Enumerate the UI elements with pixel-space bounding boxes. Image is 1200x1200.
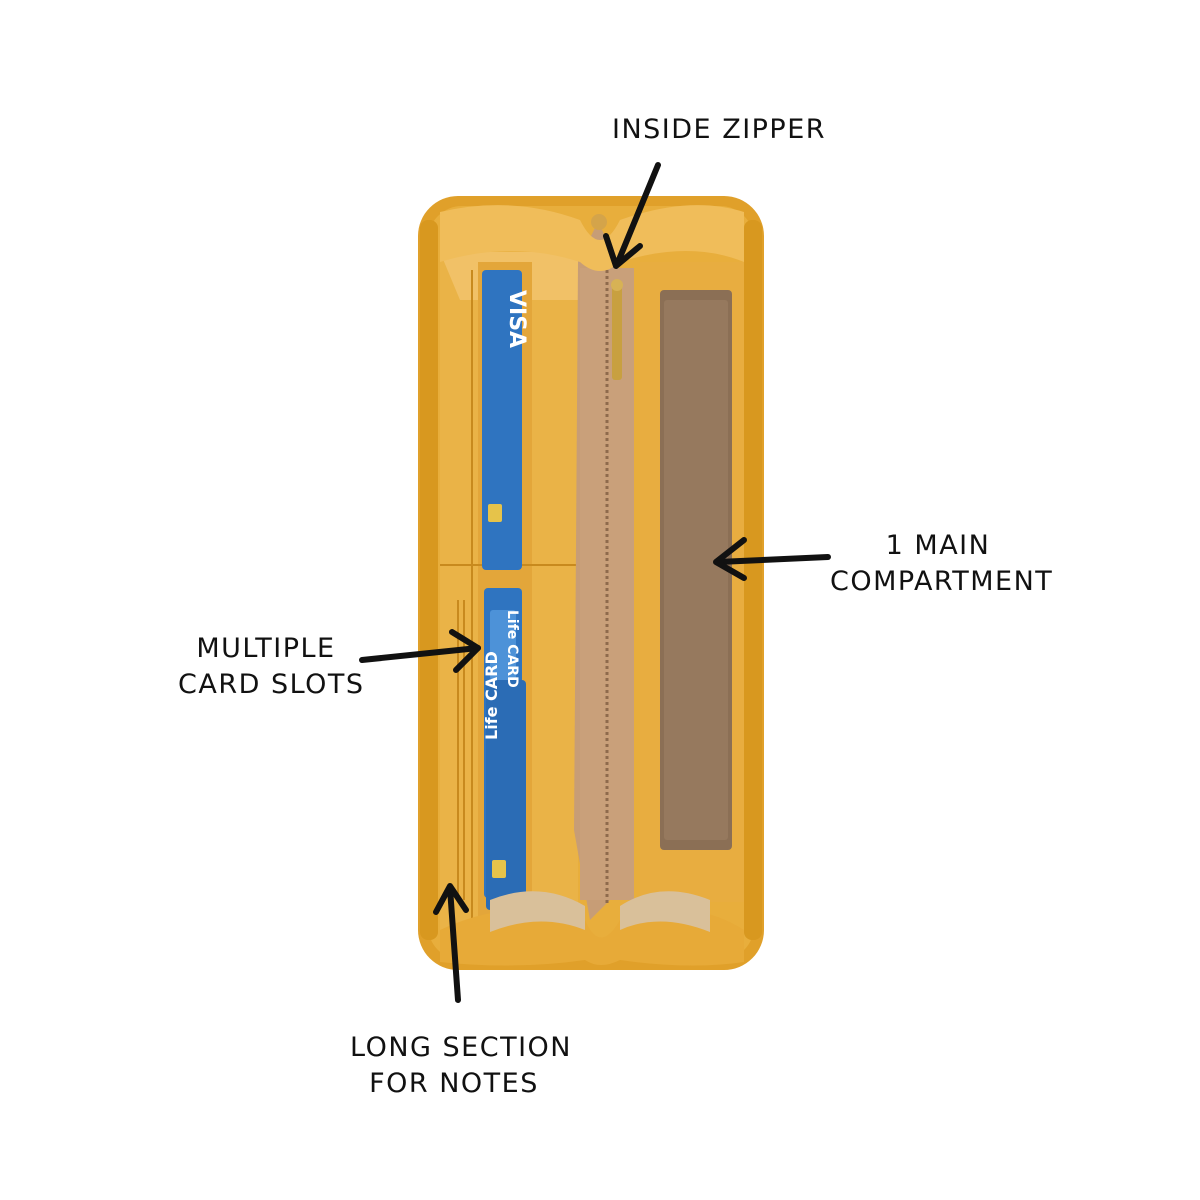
label-main-compartment-line1: 1 MAIN — [885, 530, 991, 561]
inside-zip-pocket — [574, 222, 634, 920]
visa-card — [482, 270, 522, 570]
label-inside-zipper: INSIDE ZIPPER — [612, 112, 827, 148]
label-long-section-line1: LONG SECTION — [350, 1032, 572, 1063]
arrow-card-slots — [359, 629, 481, 673]
label-long-section: LONG SECTION FOR NOTES — [350, 1030, 572, 1102]
wallet-bottom-edge — [440, 891, 744, 966]
life-card-large — [486, 680, 526, 910]
arrow-main-compartment — [713, 537, 831, 581]
arrow-inside-zipper — [603, 162, 661, 269]
label-card-slots-line2: CARD SLOTS — [178, 669, 365, 700]
wallet-top-edge — [440, 205, 744, 271]
label-inside-zipper-text: INSIDE ZIPPER — [612, 114, 827, 145]
main-compartment — [640, 262, 744, 902]
label-card-slots-line1: MULTIPLE — [196, 633, 336, 664]
label-main-compartment: 1 MAIN COMPARTMENT — [830, 528, 1054, 600]
label-card-slots: MULTIPLE CARD SLOTS — [178, 631, 365, 703]
label-long-section-line2: FOR NOTES — [369, 1068, 539, 1099]
label-main-compartment-line2: COMPARTMENT — [830, 566, 1054, 597]
arrow-long-section — [433, 883, 469, 1003]
